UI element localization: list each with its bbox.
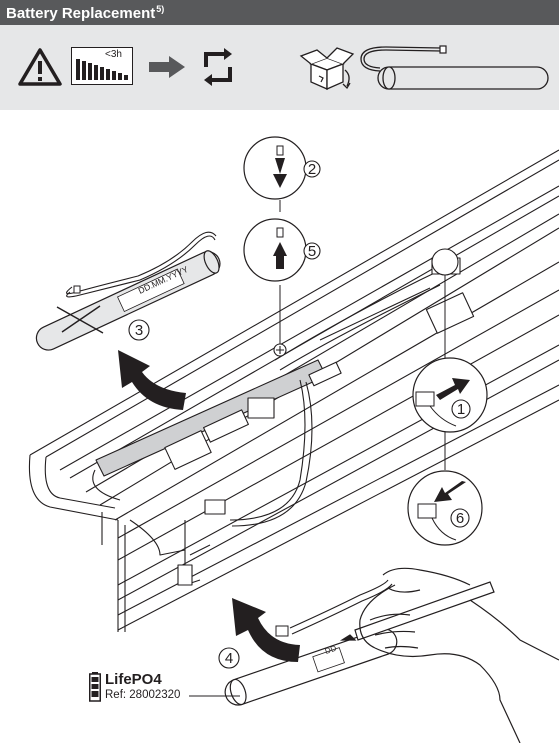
open-box-icon bbox=[299, 47, 355, 90]
step-2-label: 2 bbox=[308, 161, 316, 178]
icon-bar: <3h bbox=[0, 25, 559, 110]
step-4-label: 4 bbox=[225, 650, 233, 667]
product-name: LifePO4 bbox=[105, 671, 162, 688]
footnote-ref: 5) bbox=[156, 4, 165, 14]
product-ref: Ref: 28002320 bbox=[105, 689, 181, 701]
title-text: Battery Replacement bbox=[6, 5, 156, 22]
battery-time-label: <3h bbox=[105, 49, 122, 60]
remove-arrow-icon bbox=[118, 350, 186, 410]
installed-battery bbox=[92, 359, 327, 586]
battery-icon bbox=[89, 672, 101, 702]
step-2-callout: 2 bbox=[243, 136, 321, 200]
step-5-callout: 5 bbox=[243, 218, 321, 282]
warning-icon bbox=[18, 48, 62, 86]
step-6-label: 6 bbox=[456, 510, 464, 527]
step-3-label: 3 bbox=[135, 322, 143, 339]
new-battery-date-label: DD bbox=[324, 644, 338, 656]
battery-replacement-illustration: 2 5 DD.MM.YYYY 3 1 bbox=[28, 136, 559, 743]
step-1-label: 1 bbox=[457, 401, 465, 418]
step-1-callout: 1 bbox=[412, 357, 488, 433]
replace-cycle-icon bbox=[204, 48, 232, 86]
new-battery: DD bbox=[224, 579, 398, 706]
battery-level-icon: <3h bbox=[71, 47, 133, 85]
old-battery: DD.MM.YYYY bbox=[35, 231, 221, 351]
step-5-label: 5 bbox=[308, 243, 316, 260]
step-6-callout: 6 bbox=[407, 470, 483, 546]
battery-pack-icon bbox=[360, 45, 549, 90]
section-header: Battery Replacement5) bbox=[0, 0, 559, 25]
insert-arrow-icon bbox=[232, 598, 300, 662]
section-title: Battery Replacement5) bbox=[6, 4, 164, 22]
hand-with-pen bbox=[339, 567, 559, 743]
arrow-right-icon bbox=[149, 56, 185, 78]
